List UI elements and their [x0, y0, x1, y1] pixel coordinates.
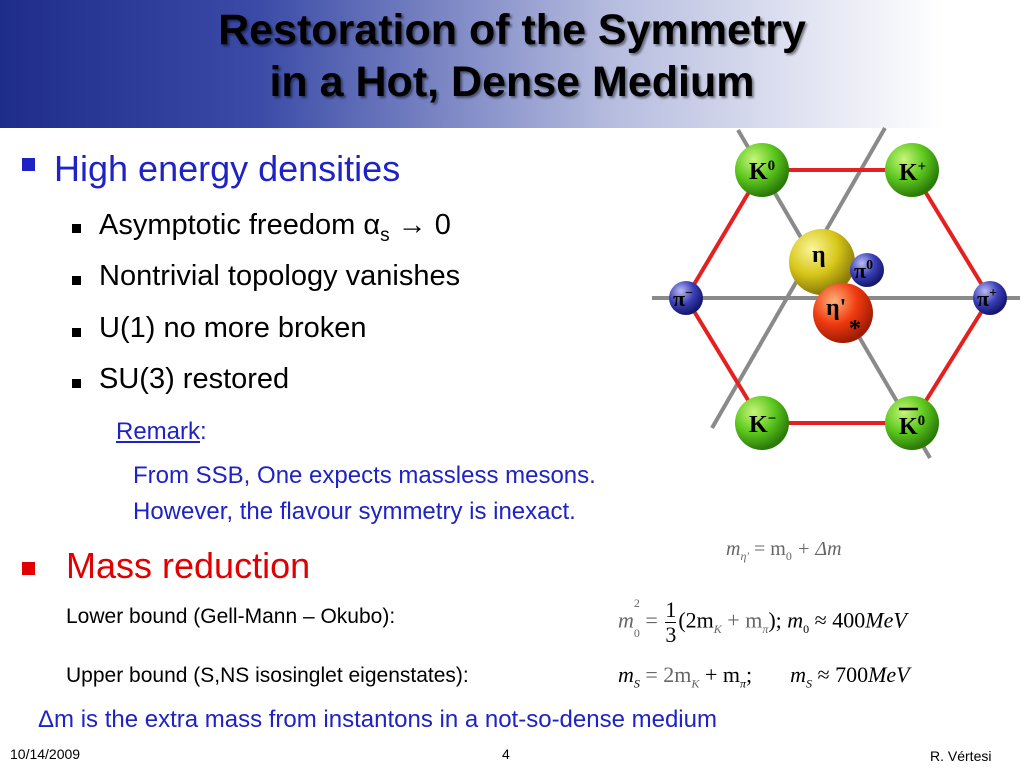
- asym-prefix: Asymptotic freedom α: [99, 209, 381, 241]
- remark-label: Remark:: [116, 418, 207, 446]
- sub-bullet-topology: Nontrivial topology vanishes: [99, 260, 461, 292]
- f3-pi: π: [739, 676, 746, 691]
- f2-body: (2m: [678, 607, 714, 633]
- f3-K: K: [691, 676, 700, 691]
- bullet-mass-reduction: Mass reduction: [66, 545, 311, 586]
- label-eta: η: [812, 242, 826, 268]
- formula-upper-bound: mS = 2mK + mπ;mS ≈ 700MeV: [618, 662, 910, 691]
- eta-prime-ball: [813, 283, 873, 343]
- f3-semi: ;: [745, 662, 753, 687]
- f2-numerator: 1: [665, 597, 677, 623]
- f2-unit: MeV: [865, 607, 907, 633]
- f3-unit: MeV: [868, 662, 910, 687]
- sub-bullet-square: [72, 224, 81, 233]
- ssb-line-2: However, the flavour symmetry is inexact…: [133, 498, 576, 525]
- f2-sub: 0: [633, 625, 640, 640]
- pion-zero-ball: [850, 253, 884, 287]
- f3-eq: = 2m: [639, 662, 692, 687]
- f2-m: m: [618, 607, 634, 633]
- kaon-kplus-ball: [885, 143, 939, 197]
- label-piminus: π−: [673, 286, 693, 311]
- sub-bullet-square: [72, 276, 81, 285]
- footer-date: 10/14/2009: [10, 746, 81, 762]
- f2-plus: + m: [721, 607, 763, 633]
- asym-suffix: → 0: [389, 209, 451, 241]
- sub-bullet-u1: U(1) no more broken: [99, 312, 367, 344]
- f1-rhs-sub: 0: [785, 549, 792, 563]
- title-line-1: Restoration of the Symmetry: [218, 6, 806, 54]
- upper-bound-label: Upper bound (S,NS isosinglet eigenstates…: [66, 664, 469, 687]
- eta-ball: [789, 229, 855, 295]
- bullet-square-red: [22, 562, 35, 575]
- title-bar: [0, 0, 1024, 128]
- remark-underlined: Remark: [116, 418, 201, 445]
- asym-subscript: s: [380, 224, 390, 246]
- label-kplus: K+: [899, 159, 926, 186]
- f1-sub: η': [740, 549, 749, 563]
- f2-K: K: [713, 621, 722, 636]
- footer-author: R. Vértesi: [930, 748, 992, 764]
- f2-approx: ≈ 400: [809, 607, 866, 633]
- f3-approx: ≈ 700: [812, 662, 869, 687]
- f1-m: m: [726, 538, 741, 560]
- pion-minus-ball: [669, 281, 703, 315]
- bullet-high-energy: High energy densities: [54, 148, 401, 189]
- footer-page-number: 4: [502, 746, 510, 762]
- f3-m: m: [618, 662, 634, 687]
- sub-bullet-asymptotic-freedom: Asymptotic freedom αs → 0: [99, 209, 451, 247]
- label-piplus: π+: [977, 286, 997, 311]
- f2-close: );: [768, 607, 782, 633]
- slide-title: Restoration of the Symmetry in a Hot, De…: [0, 4, 1024, 108]
- f1-plus: + Δm: [791, 538, 842, 560]
- f2-denominator: 3: [665, 622, 677, 647]
- bullet-square: [22, 158, 35, 171]
- formula-eta-prime-mass: mη' = m0 + Δm: [726, 538, 842, 564]
- f2-sup: 2: [633, 595, 640, 610]
- label-k0bar: K0: [899, 413, 925, 440]
- f2-pi: π: [762, 621, 769, 636]
- label-kminus: K−: [749, 411, 776, 438]
- label-pi0: π0: [854, 258, 873, 283]
- label-eta-prime: η': [826, 295, 846, 321]
- ssb-line-1: From SSB, One expects massless mesons.: [133, 462, 596, 489]
- sub-bullet-su3: SU(3) restored: [99, 363, 290, 395]
- f2-m0: m: [781, 607, 804, 633]
- f3-mS: m: [790, 662, 806, 687]
- f2-eq: =: [639, 607, 664, 633]
- delta-m-statement: Δm is the extra mass from instantons in …: [38, 706, 717, 733]
- remark-colon: :: [200, 418, 207, 445]
- label-k0: K0: [749, 158, 775, 185]
- sub-bullet-square: [72, 379, 81, 388]
- f3-S: S: [633, 676, 640, 691]
- sub-bullet-square: [72, 328, 81, 337]
- kaon-k0bar-ball: [885, 396, 939, 450]
- lower-bound-label: Lower bound (Gell-Mann – Okubo):: [66, 605, 396, 628]
- f1-rhs: = m: [748, 538, 786, 560]
- pion-plus-ball: [973, 281, 1007, 315]
- kaon-k0-ball: [735, 143, 789, 197]
- kaon-kminus-ball: [735, 396, 789, 450]
- title-line-2: in a Hot, Dense Medium: [269, 58, 755, 106]
- f3-plus: + m: [699, 662, 740, 687]
- label-eta-prime-star: *: [849, 316, 861, 342]
